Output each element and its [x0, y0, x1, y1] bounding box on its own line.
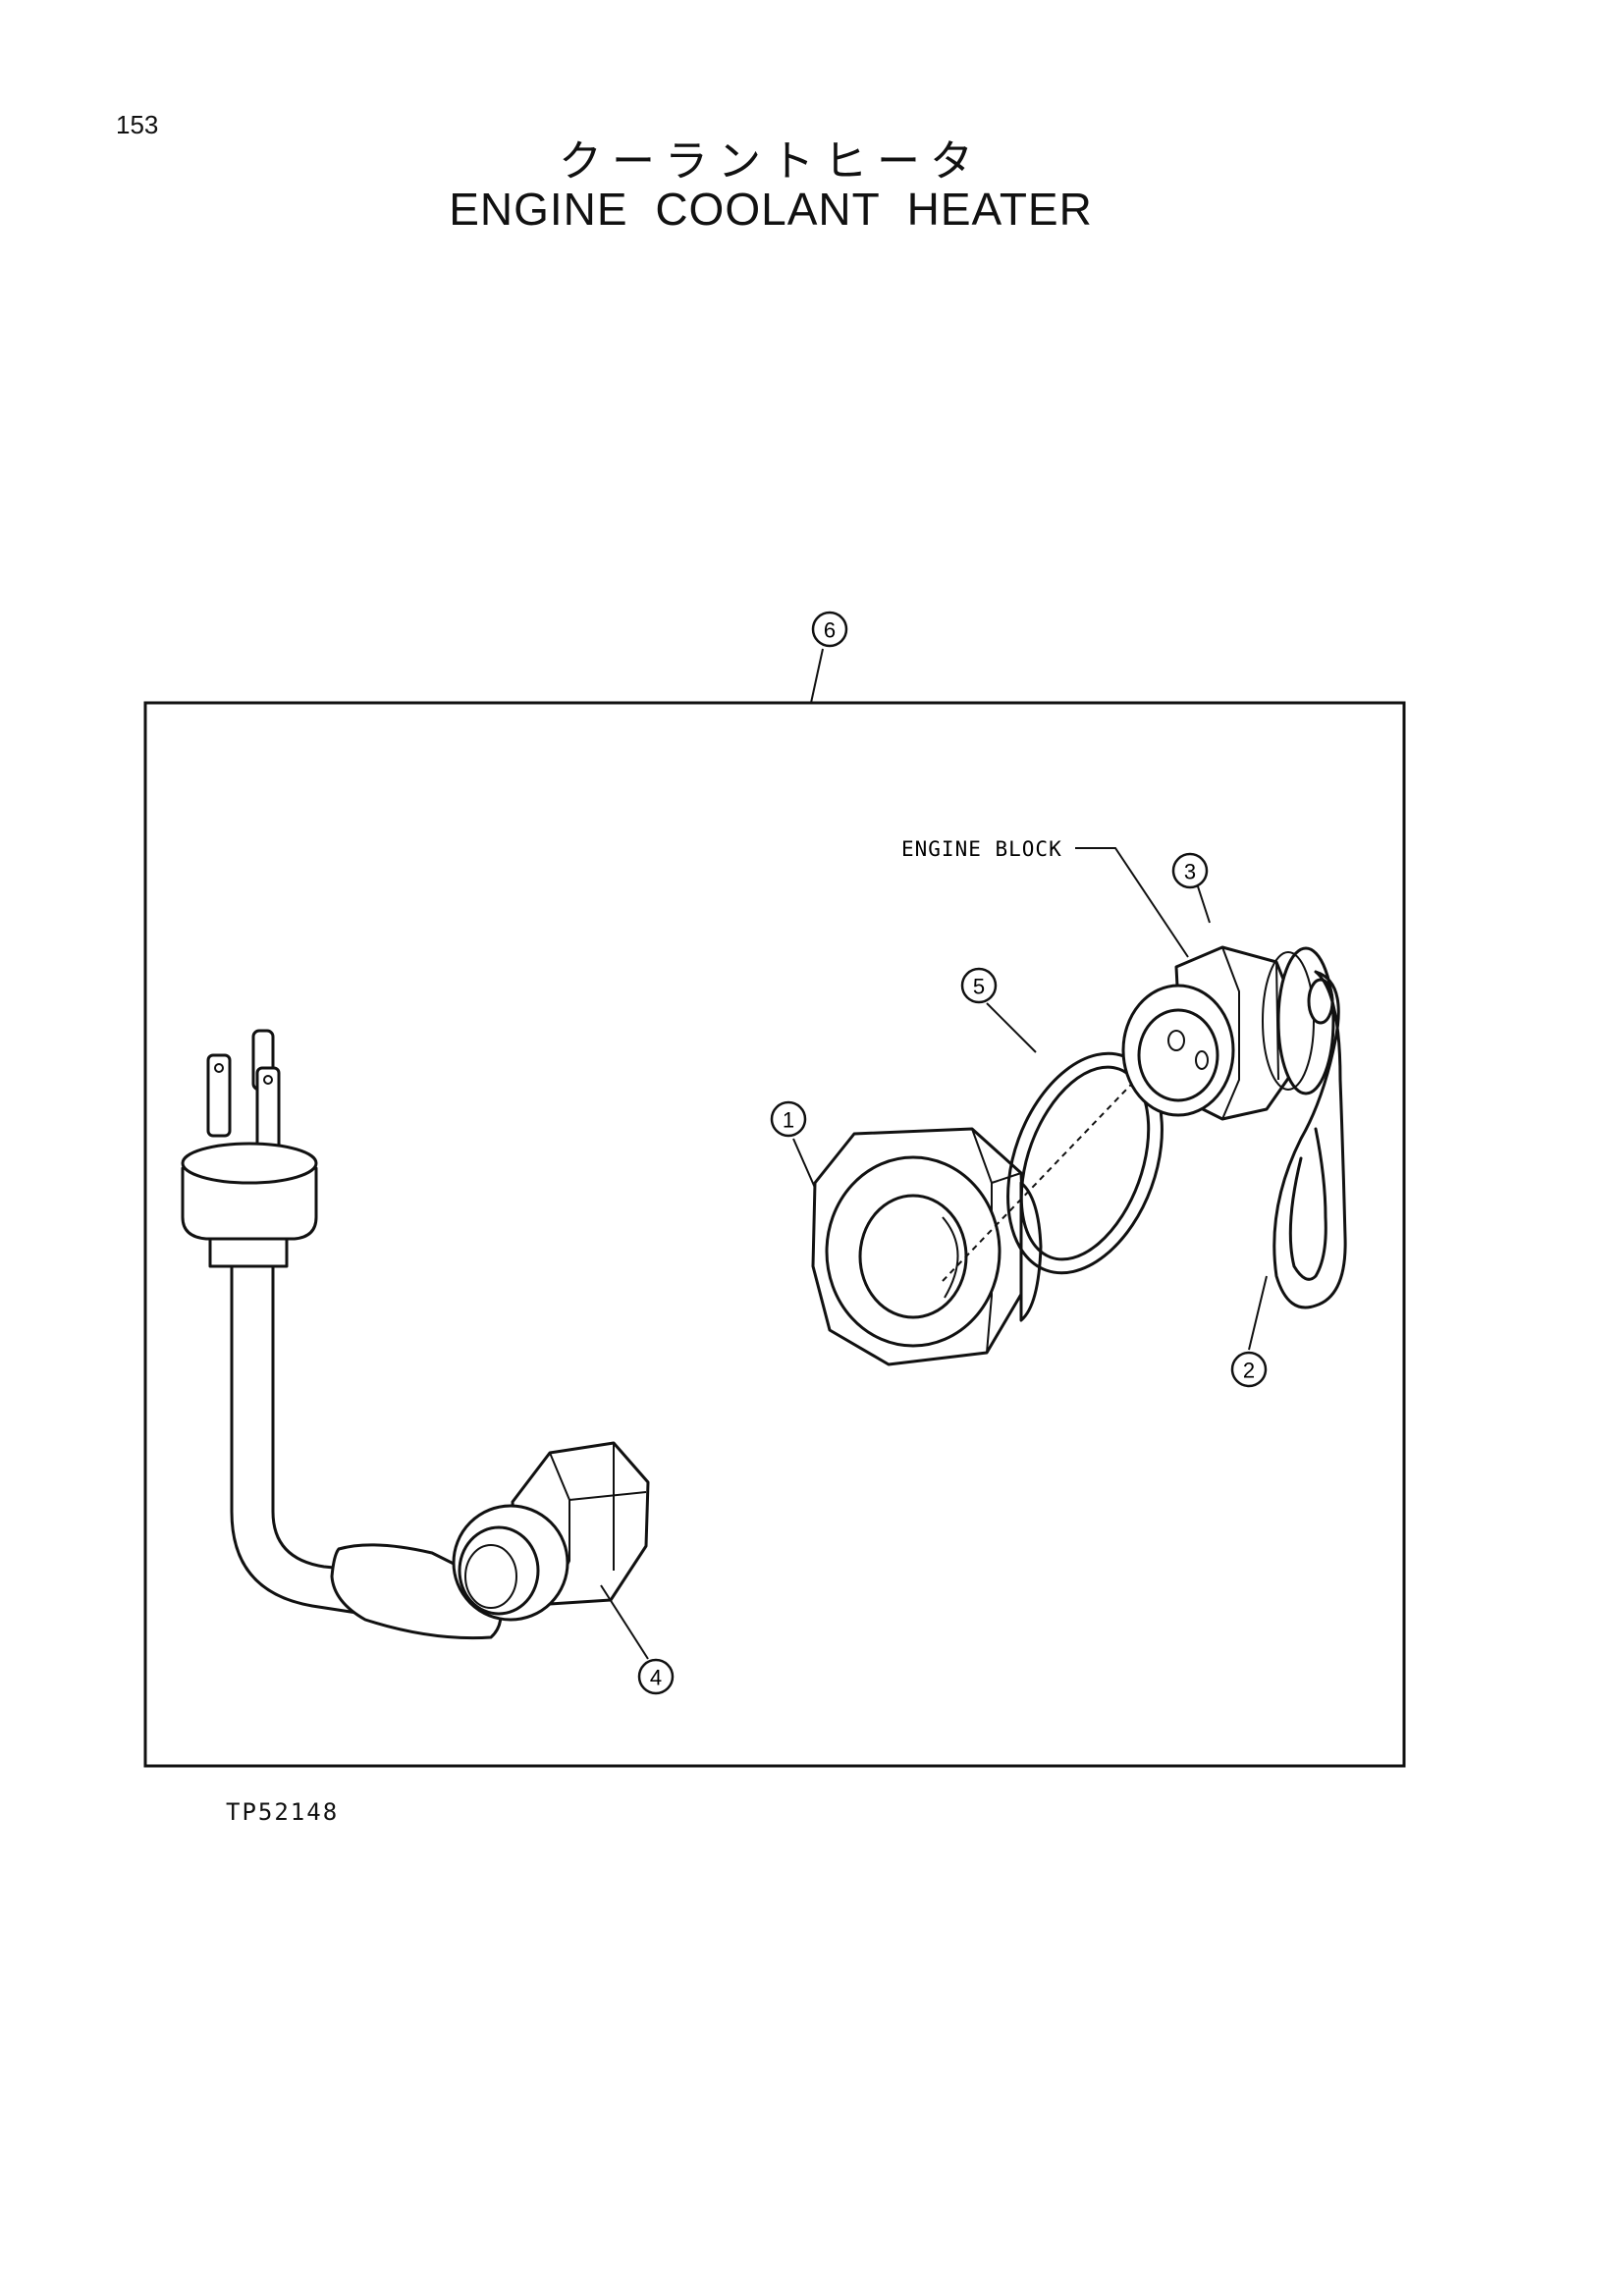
alignment-axis [942, 1040, 1174, 1282]
page-title: ENGINE COOLANT HEATER [449, 184, 1093, 235]
callout-5: 5 [960, 967, 998, 1004]
page-title-japanese: クーラントヒータ [559, 136, 983, 187]
callout-1: 1 [770, 1100, 807, 1138]
callout-2: 2 [1230, 1351, 1268, 1388]
svg-text:1: 1 [783, 1108, 794, 1133]
callout-4: 4 [637, 1658, 675, 1695]
callout-3: 3 [1171, 852, 1209, 889]
heating-element-loop [1272, 970, 1347, 1309]
callout-6: 6 [811, 611, 848, 648]
heater-element-nut [452, 1441, 650, 1622]
engine-block-label: ENGINE BLOCK [901, 837, 1062, 861]
svg-text:3: 3 [1184, 860, 1196, 884]
figure-code: TP52148 [226, 1798, 340, 1826]
svg-text:4: 4 [650, 1666, 662, 1690]
page-number: 153 [116, 110, 159, 139]
hex-nut [811, 1127, 1043, 1366]
svg-text:2: 2 [1243, 1359, 1255, 1383]
leader-lines [600, 648, 1268, 1660]
power-plug [181, 1029, 318, 1268]
heater-body [1121, 945, 1335, 1121]
svg-text:5: 5 [973, 975, 985, 999]
svg-text:6: 6 [824, 618, 836, 643]
diagram-frame [143, 701, 1406, 1768]
